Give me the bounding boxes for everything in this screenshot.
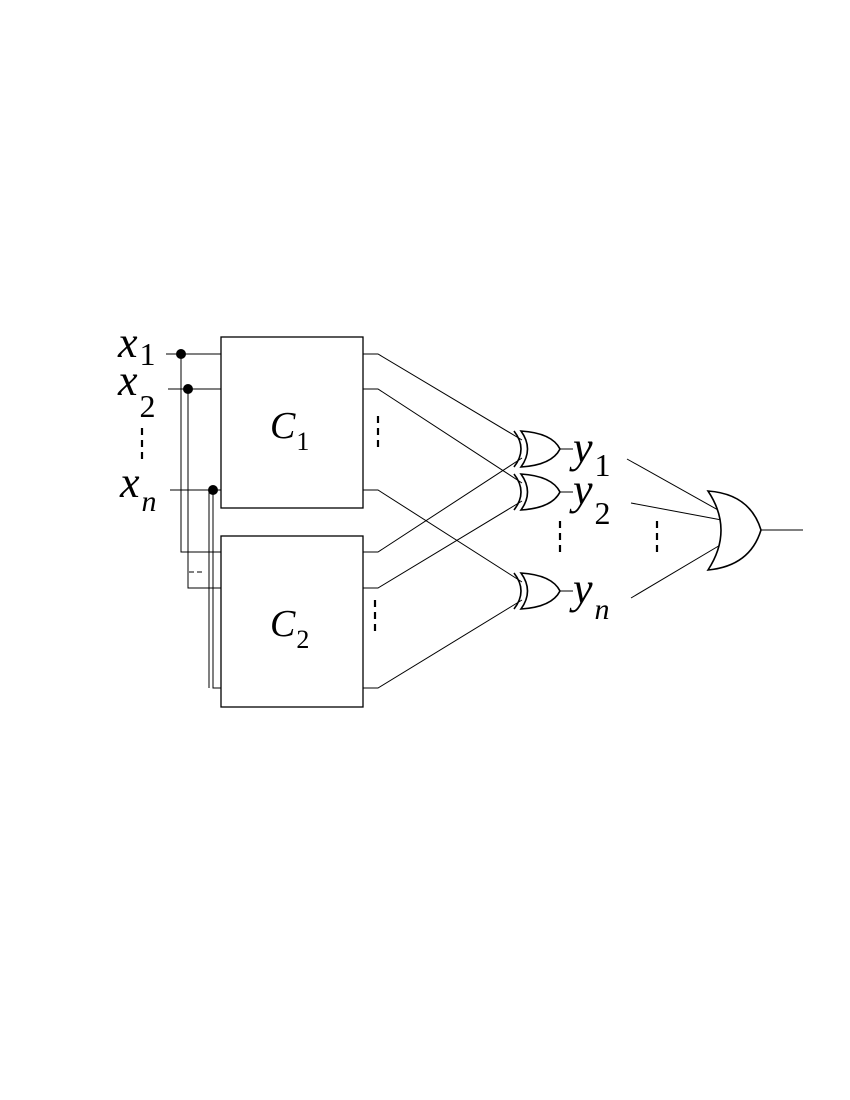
output-label-y1: y1 — [569, 423, 611, 483]
wire-c1-out2 — [363, 388, 523, 484]
junction-x1 — [176, 349, 186, 359]
wire-x1-c2 — [180, 354, 221, 553]
wire-c2-out1 — [363, 457, 523, 553]
xor-gate-1 — [513, 430, 561, 468]
output-label-y2: y2 — [569, 465, 611, 531]
input-label-xn: xn — [119, 458, 157, 518]
block-c1-label: C1 — [270, 405, 309, 456]
wire-y1-or — [626, 458, 728, 516]
wire-y2-or — [630, 502, 728, 522]
block-c2-label: C2 — [270, 603, 309, 654]
wire-c1-outn — [363, 489, 523, 583]
wire-c2-out2 — [363, 500, 523, 589]
output-label-yn: yn — [569, 564, 610, 626]
wire-xn-c2 — [212, 490, 221, 689]
wire-yn-or — [630, 540, 728, 599]
block-c2 — [220, 535, 364, 708]
xor-gate-2 — [513, 473, 561, 511]
block-c1 — [220, 336, 364, 509]
wire-c2-outn — [363, 599, 523, 689]
wire-x2-c2 — [187, 389, 221, 589]
junction-x2 — [183, 384, 193, 394]
or-gate — [706, 490, 762, 571]
xor-gate-n — [513, 572, 561, 610]
junction-xn — [208, 485, 218, 495]
input-label-x1: x1 — [117, 318, 156, 372]
wire-c1-out1 — [363, 353, 523, 441]
input-label-x2: x2 — [117, 356, 156, 424]
